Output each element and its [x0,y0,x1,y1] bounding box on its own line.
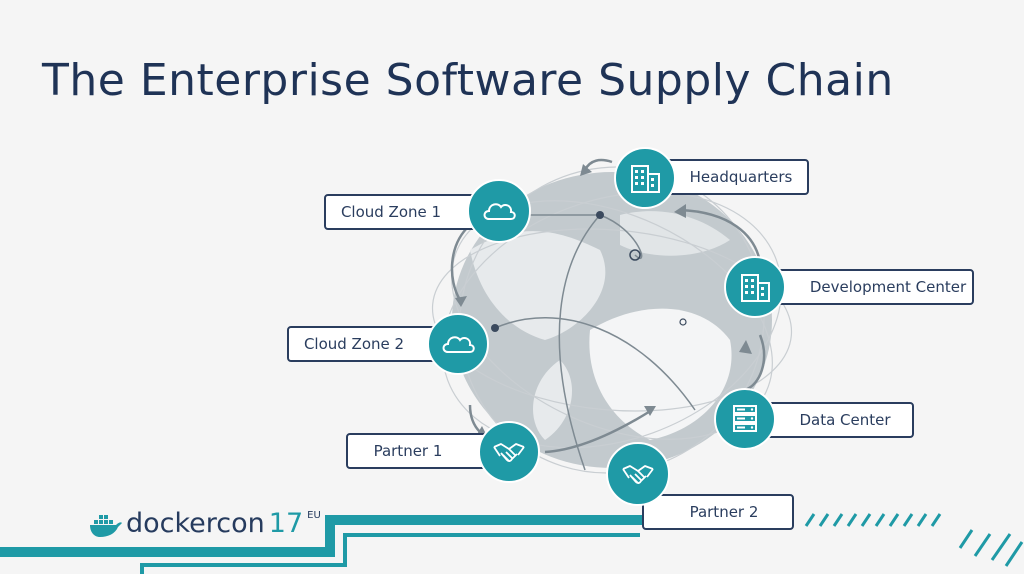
partner-1-node[interactable] [478,421,540,483]
headquarters-label: Headquarters [655,159,809,195]
partner-2-node[interactable] [606,442,670,506]
development-center-label: Development Center [762,269,974,305]
cloud-icon [442,336,475,353]
logo-number: 17 [268,508,304,539]
partner-2-label: Partner 2 [642,494,794,530]
cloud-icon [483,203,516,220]
partner-1-label-text: Partner 1 [373,442,443,460]
handshake-icon [622,465,654,484]
cloud-zone-1-label-text: Cloud Zone 1 [340,203,442,221]
cloud-zone-1-label: Cloud Zone 1 [324,194,484,230]
cloud-zone-2-label-text: Cloud Zone 2 [303,335,405,353]
headquarters-node[interactable] [614,147,676,209]
cloud-zone-2-label: Cloud Zone 2 [287,326,447,362]
logo-text: dockercon [126,508,265,539]
partner-2-label-text: Partner 2 [689,503,759,521]
development-center-node[interactable] [724,256,786,318]
headquarters-label-text: Headquarters [689,168,793,186]
development-center-label-text: Development Center [809,278,967,296]
server-icon [733,405,757,432]
building-icon [631,165,660,193]
dockercon-logo: dockercon 17 EU [88,508,321,539]
partner-1-label: Partner 1 [346,433,498,469]
cloud-zone-2-node[interactable] [427,313,489,375]
handshake-icon [493,443,525,462]
data-center-label: Data Center [752,402,914,438]
cloud-zone-1-node[interactable] [467,179,531,243]
bottom-stripe [0,513,1024,574]
building-icon [741,274,770,302]
globe [431,166,793,474]
logo-suffix: EU [307,510,321,521]
docker-whale-icon [90,514,122,537]
slide-title: The Enterprise Software Supply Chain [42,55,894,106]
data-center-node[interactable] [714,388,776,450]
data-center-label-text: Data Center [799,411,891,429]
